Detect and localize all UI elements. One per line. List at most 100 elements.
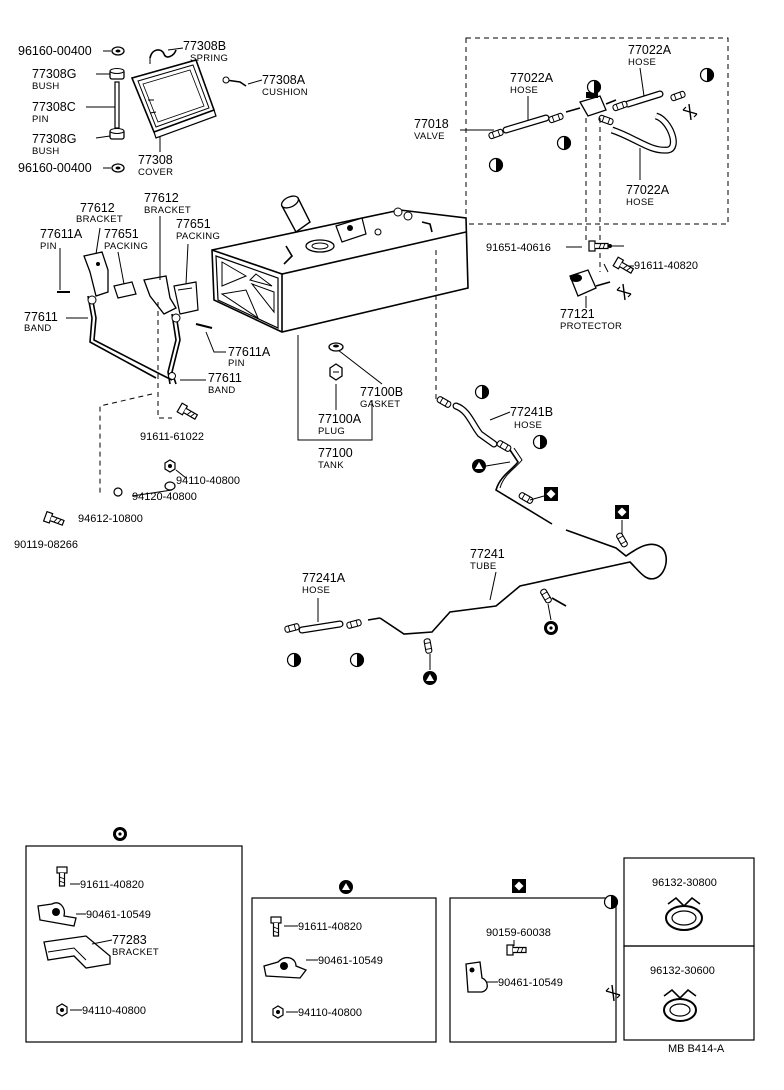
label-77611a-left: 77611A bbox=[40, 227, 83, 241]
label-77100-name: TANK bbox=[318, 460, 344, 471]
detail3-label-90461-10549: 90461-10549 bbox=[498, 977, 563, 989]
detail-box-spiral: 91611-40820 90461-10549 77283 BRACKET 94… bbox=[25, 827, 243, 1043]
detail1-label-77283: 77283 bbox=[112, 933, 147, 947]
label-77121-name: PROTECTOR bbox=[560, 321, 622, 332]
label-77241a: 77241A bbox=[302, 571, 346, 585]
label-77612-left: 77612 bbox=[80, 201, 115, 215]
cross-symbol bbox=[605, 984, 621, 1002]
label-77022a-left: 77022A bbox=[510, 71, 554, 85]
detail1-label-90461-10549: 90461-10549 bbox=[86, 909, 151, 921]
hose-77241b bbox=[435, 384, 548, 453]
label-77611-right: 77611 bbox=[208, 371, 242, 385]
hose-clip-30600 bbox=[663, 988, 697, 1022]
label-77022a-bottom: 77022A bbox=[626, 183, 670, 197]
label-77651-right: 77651 bbox=[176, 217, 211, 231]
label-94612-10800: 94612-10800 bbox=[78, 513, 143, 525]
detail4-label-96132-30800: 96132-30800 bbox=[652, 877, 717, 889]
bolt-91651-40616 bbox=[588, 240, 609, 252]
label-77018: 77018 bbox=[414, 117, 449, 131]
detail3-label-90159-60038: 90159-60038 bbox=[486, 927, 551, 939]
label-77308: 77308 bbox=[138, 153, 173, 167]
valve-group bbox=[460, 37, 729, 225]
detail1-clamp bbox=[37, 902, 77, 927]
tank-leaders bbox=[297, 335, 383, 441]
label-77308g-bottom-name: BUSH bbox=[32, 146, 60, 157]
nut-94110-40800 bbox=[164, 459, 176, 473]
label-77308c: 77308C bbox=[32, 100, 76, 114]
label-90119-08266: 90119-08266 bbox=[14, 539, 78, 551]
hose-clip-30800 bbox=[665, 896, 703, 931]
half-circle-symbol bbox=[603, 894, 619, 910]
washer-96160-bottom bbox=[111, 163, 125, 173]
label-77241b-name: HOSE bbox=[514, 420, 542, 431]
bolt-90119-08266 bbox=[42, 510, 66, 529]
label-94120-40800: 94120-40800 bbox=[132, 491, 197, 503]
label-77308a-name: CUSHION bbox=[262, 87, 308, 98]
label-94110-40800: 94110-40800 bbox=[176, 475, 240, 487]
detail2-label-90461-10549: 90461-10549 bbox=[318, 955, 383, 967]
label-91651-40616: 91651-40616 bbox=[486, 242, 551, 254]
label-77022a-bottom-name: HOSE bbox=[626, 197, 654, 208]
cushion-77308a bbox=[222, 76, 247, 87]
label-77651-left-name: PACKING bbox=[104, 241, 148, 252]
label-77022a-top: 77022A bbox=[628, 43, 672, 57]
label-77100b-name: GASKET bbox=[360, 399, 400, 410]
label-77611a-left-name: PIN bbox=[40, 241, 57, 252]
cover-77308 bbox=[130, 59, 217, 139]
label-77308g-top: 77308G bbox=[32, 67, 76, 81]
detail-box-diamond: 90159-60038 90461-10549 bbox=[449, 879, 617, 1043]
detail1-label-94110-40800: 94110-40800 bbox=[82, 1005, 146, 1017]
bush-77308g-bottom bbox=[109, 128, 125, 140]
protector-77121 bbox=[569, 269, 611, 297]
label-77100a: 77100A bbox=[318, 412, 362, 426]
detail2-label-94110-40800: 94110-40800 bbox=[298, 1007, 362, 1019]
label-77241b: 77241B bbox=[510, 405, 553, 419]
valve-group-frame bbox=[465, 37, 729, 225]
washer-94120-40800 bbox=[164, 481, 176, 491]
label-77611-left-name: BAND bbox=[24, 323, 52, 334]
label-77100b: 77100B bbox=[360, 385, 403, 399]
band-bracket-group bbox=[57, 216, 226, 496]
tube-77241 bbox=[379, 447, 668, 685]
detail2-clamp bbox=[263, 956, 308, 979]
label-77121: 77121 bbox=[560, 307, 595, 321]
label-77651-left: 77651 bbox=[104, 227, 139, 241]
spiral-circle-symbol bbox=[113, 827, 127, 841]
detail-box-triangle: 91611-40820 90461-10549 94110-40800 bbox=[251, 880, 437, 1043]
cover-group: 96160-00400 77308B SPRING 77308G BUSH 77… bbox=[18, 39, 308, 178]
hose-77241a bbox=[283, 598, 381, 668]
detail2-label-91611-40820: 91611-40820 bbox=[298, 921, 362, 933]
detail1-bracket bbox=[43, 935, 111, 969]
label-77022a-top-name: HOSE bbox=[628, 57, 656, 68]
label-77308a: 77308A bbox=[262, 73, 306, 87]
diamond-symbol bbox=[512, 879, 526, 893]
label-96160-00400-bottom: 96160-00400 bbox=[18, 161, 92, 175]
label-77241-name: TUBE bbox=[470, 561, 497, 572]
label-77241a-name: HOSE bbox=[302, 585, 330, 596]
detail3-clamp bbox=[465, 961, 488, 993]
label-77308b-name: SPRING bbox=[190, 53, 228, 64]
detail-box-clips: 96132-30800 96132-30600 bbox=[603, 857, 755, 1041]
washer-96160-top bbox=[111, 46, 125, 56]
pin-77308c bbox=[114, 81, 120, 129]
washer-94612-10800 bbox=[113, 487, 123, 497]
label-77612-right: 77612 bbox=[144, 191, 179, 205]
detail1-label-91611-40820: 91611-40820 bbox=[80, 879, 144, 891]
fuel-tank-77100 bbox=[211, 195, 469, 333]
label-96160-00400-top: 96160-00400 bbox=[18, 44, 92, 58]
label-77611a-right: 77611A bbox=[228, 345, 271, 359]
spring-77308b bbox=[149, 49, 177, 64]
label-77308-name: COVER bbox=[138, 167, 173, 178]
label-77611-right-name: BAND bbox=[208, 385, 236, 396]
label-77241: 77241 bbox=[470, 547, 505, 561]
label-77612-right-name: BRACKET bbox=[144, 205, 191, 216]
label-91611-40820: 91611-40820 bbox=[634, 260, 698, 272]
label-77611a-right-name: PIN bbox=[228, 358, 245, 369]
gasket-77100b bbox=[328, 342, 344, 352]
bolt-91611-61022 bbox=[176, 402, 200, 422]
label-77611-left: 77611 bbox=[24, 310, 58, 324]
label-77018-name: VALVE bbox=[414, 131, 445, 142]
label-77100: 77100 bbox=[318, 446, 353, 460]
triangle-symbol bbox=[339, 880, 353, 894]
